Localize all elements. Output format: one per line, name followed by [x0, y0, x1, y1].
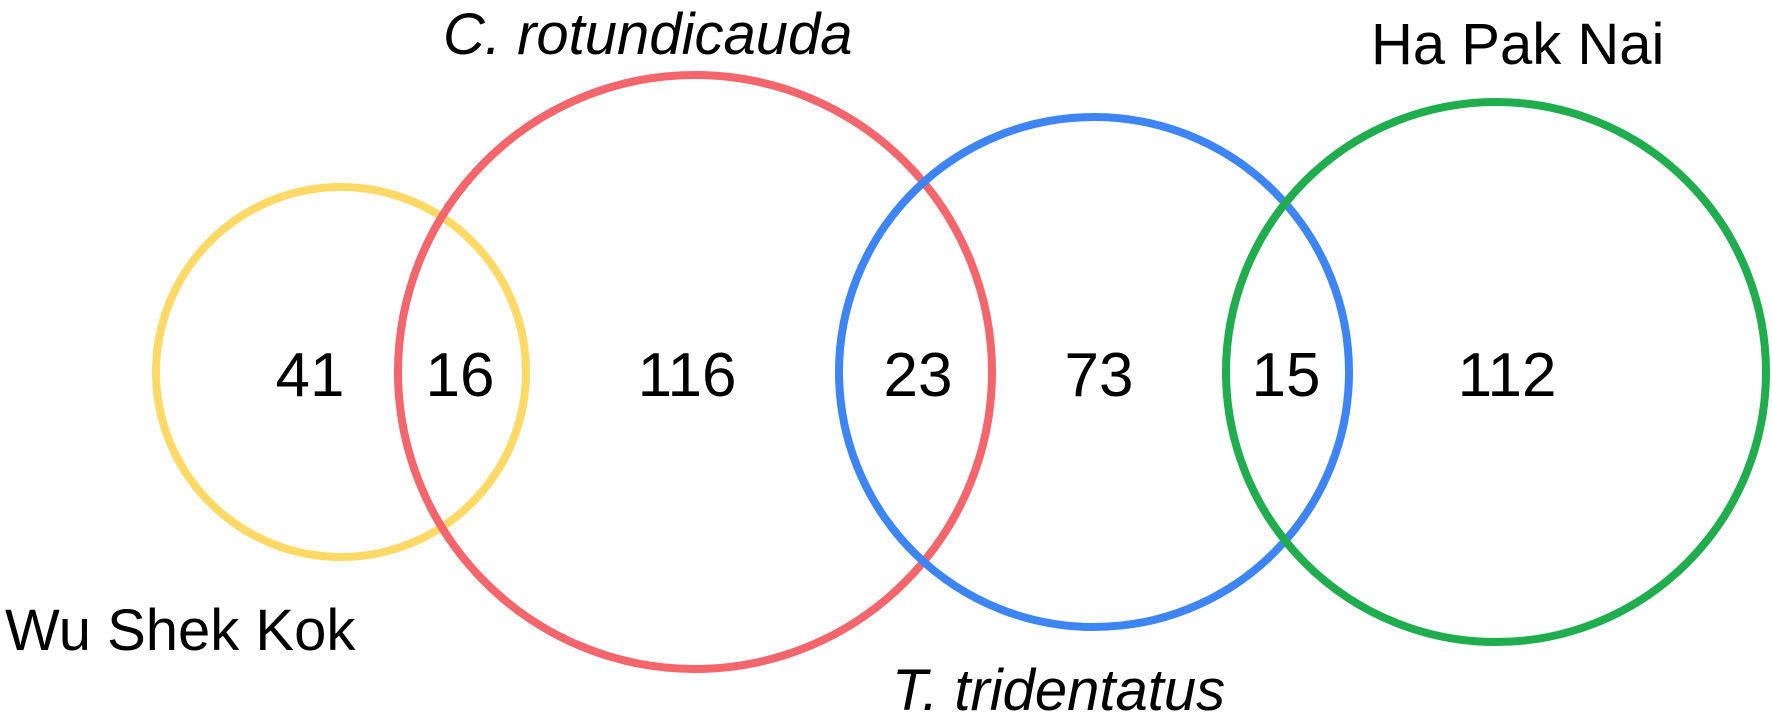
count-t-tridentatus-ha-pak-nai: 15 — [1252, 341, 1321, 410]
circle-wu-shek-kok — [152, 183, 530, 561]
count-wu-shek-kok-c-rotundicauda: 16 — [426, 341, 495, 410]
label-wu-shek-kok: Wu Shek Kok — [5, 598, 356, 663]
circle-t-tridentatus — [835, 113, 1353, 631]
count-c-rotundicauda-only: 116 — [638, 341, 737, 410]
count-ha-pak-nai-only: 112 — [1458, 341, 1557, 410]
count-t-tridentatus-only: 73 — [1065, 341, 1134, 410]
count-wu-shek-kok-only: 41 — [276, 341, 345, 410]
count-c-rotundicauda-t-tridentatus: 23 — [884, 341, 953, 410]
label-ha-pak-nai: Ha Pak Nai — [1371, 12, 1664, 77]
circle-ha-pak-nai — [1222, 98, 1770, 646]
label-t-tridentatus: T. tridentatus — [892, 658, 1225, 720]
label-c-rotundicauda: C. rotundicauda — [443, 2, 852, 67]
circle-c-rotundicauda — [394, 71, 996, 673]
